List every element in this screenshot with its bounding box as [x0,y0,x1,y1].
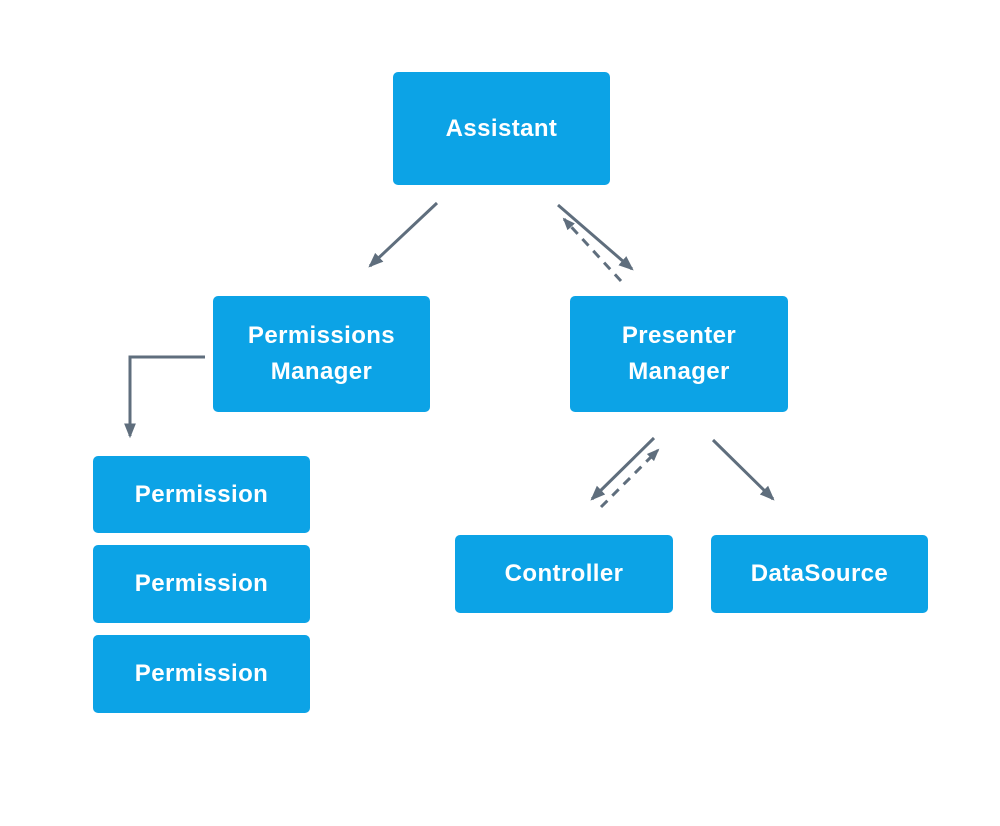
edge-presenter-manager-to-assistant-dashed [562,217,623,283]
node-label: DataSource [750,560,889,587]
node-label: Assistant [445,114,558,142]
edge-permissions-manager-to-permission-elbow [124,355,205,439]
node-permissions-manager: Permissions Manager [213,296,430,412]
edge-presenter-manager-to-datasource [711,438,775,501]
node-label: Permissions Manager [247,322,396,385]
node-presenter-manager: Presenter Manager [570,296,788,412]
edge-assistant-to-permissions-manager [368,201,439,268]
edge-assistant-to-presenter-manager [557,203,634,271]
node-datasource: DataSource [711,535,928,613]
node-label: Controller [504,560,624,587]
node-label: Permission [134,480,269,508]
node-controller: Controller [455,535,673,613]
node-label: Permission [134,660,269,687]
node-label: Presenter Manager [621,322,737,385]
node-permission-3: Permission [93,635,310,713]
node-permission-1: Permission [93,456,310,533]
edge-controller-to-presenter-manager-dashed [599,448,660,509]
node-permission-2: Permission [93,545,310,623]
node-assistant: Assistant [393,72,610,185]
edge-presenter-manager-to-controller [590,436,656,501]
node-label: Permission [134,570,269,597]
